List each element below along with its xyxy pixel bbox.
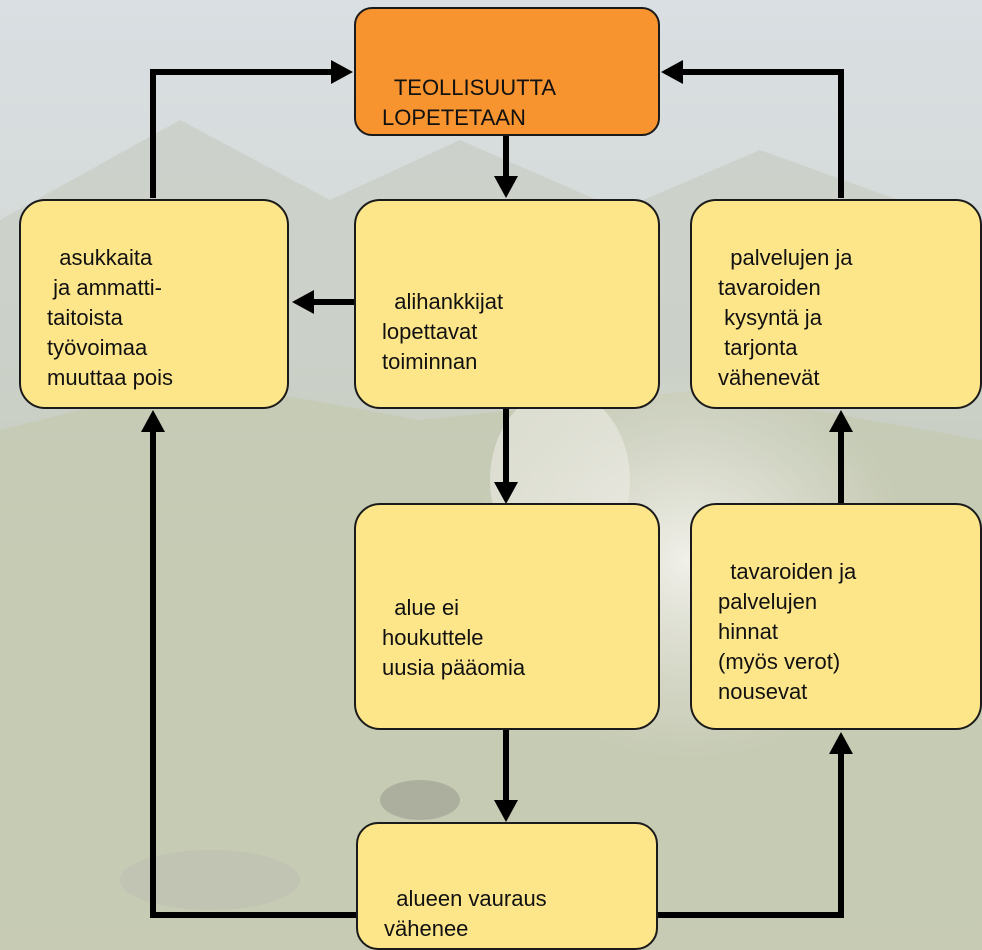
node-no-new-capital: alue ei houkuttele uusia pääomia: [354, 503, 660, 730]
node-demand-supply-decrease-text: palvelujen ja tavaroiden kysyntä ja tarj…: [718, 245, 853, 390]
arrowhead-left-to-top: [331, 60, 353, 84]
node-wealth-decreases: alueen vauraus vähenee: [356, 822, 658, 950]
node-industry-closes-text: TEOLLISUUTTA LOPETETAAN: [382, 75, 557, 130]
node-prices-rise-text: tavaroiden ja palvelujen hinnat (myös ve…: [718, 559, 857, 704]
arrowhead-bottom-to-left: [141, 410, 165, 432]
arrowhead-center-to-left: [292, 290, 314, 314]
node-wealth-decreases-text: alueen vauraus vähenee: [384, 886, 547, 941]
arrowhead-top-to-center: [494, 176, 518, 198]
arrowhead-bottom-to-right-low: [829, 732, 853, 754]
node-prices-rise: tavaroiden ja palvelujen hinnat (myös ve…: [690, 503, 982, 730]
arrow-left-to-top: [150, 69, 333, 198]
node-residents-move-away: asukkaita ja ammatti- taitoista työvoima…: [19, 199, 289, 409]
node-residents-move-away-text: asukkaita ja ammatti- taitoista työvoima…: [47, 245, 173, 390]
arrowhead-mid-to-bottom: [494, 800, 518, 822]
arrow-right-to-top: [681, 69, 844, 198]
arrowhead-right-low-to-right: [829, 410, 853, 432]
node-no-new-capital-text: alue ei houkuttele uusia pääomia: [382, 595, 526, 680]
arrow-bottom-to-right-low: [657, 752, 844, 918]
node-demand-supply-decrease: palvelujen ja tavaroiden kysyntä ja tarj…: [690, 199, 982, 409]
arrow-bottom-to-left: [150, 430, 357, 918]
node-subcontractors-close: alihankkijat lopettavat toiminnan: [354, 199, 660, 409]
node-industry-closes: TEOLLISUUTTA LOPETETAAN: [354, 7, 660, 136]
node-subcontractors-close-text: alihankkijat lopettavat toiminnan: [382, 289, 504, 374]
arrowhead-right-to-top: [661, 60, 683, 84]
arrowhead-center-to-mid: [494, 482, 518, 504]
